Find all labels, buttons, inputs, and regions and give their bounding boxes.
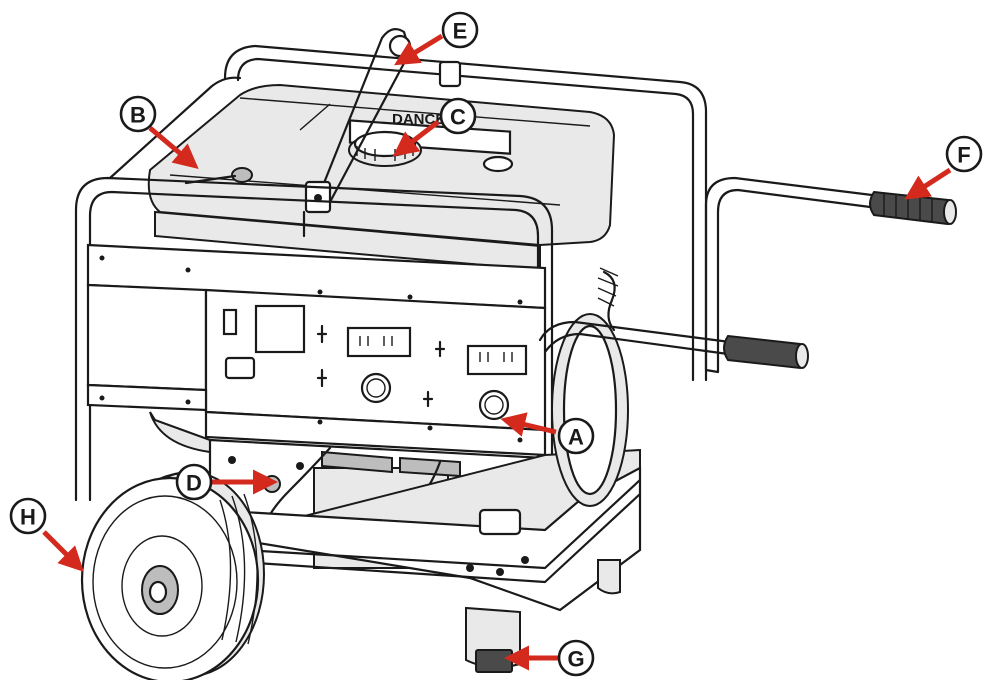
handle-grip-lower — [723, 334, 806, 370]
fuel-tank: DANCE — [147, 83, 616, 272]
callout-b-text: B — [130, 103, 146, 128]
arrow-a — [500, 412, 557, 437]
arrow-b — [148, 126, 199, 170]
callout-e-text: E — [453, 19, 468, 44]
handle-grip-upper — [869, 190, 954, 226]
arrow-e — [394, 33, 444, 66]
arrow-f — [904, 167, 952, 200]
handle-assembly-upper — [704, 176, 957, 374]
callout-a: A — [557, 417, 595, 455]
twist-lock-outlet-right — [478, 389, 510, 421]
callout-d-text: D — [186, 471, 202, 496]
callout-g-text: G — [567, 647, 584, 672]
fuel-gauge — [231, 167, 253, 183]
front-frame — [74, 76, 554, 562]
callout-g: G — [557, 639, 595, 677]
callout-arrows — [42, 33, 952, 671]
arrow-c — [392, 120, 440, 157]
oil-fill-plug — [263, 475, 281, 493]
rear-frame — [223, 44, 708, 382]
callout-c: C — [439, 97, 477, 135]
arrow-h — [42, 530, 84, 572]
callout-d: D — [175, 463, 213, 501]
wheel — [80, 470, 265, 680]
callout-e: E — [441, 11, 479, 49]
control-panel — [86, 243, 547, 457]
callout-h: H — [9, 497, 47, 535]
callout-labels: A B C D E F G H — [9, 11, 983, 677]
callout-a-text: A — [568, 425, 584, 450]
callout-f: F — [945, 135, 983, 173]
callout-c-text: C — [450, 105, 466, 130]
callout-f-text: F — [957, 143, 970, 168]
engine-block — [119, 411, 642, 612]
callout-b: B — [119, 95, 157, 133]
callout-h-text: H — [20, 505, 36, 530]
alternator-end — [538, 267, 809, 507]
twist-lock-outlet-left — [360, 372, 392, 404]
